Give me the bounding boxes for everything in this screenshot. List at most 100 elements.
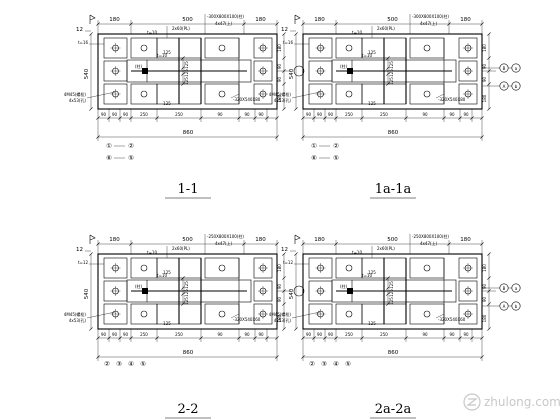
leader-line	[230, 93, 240, 99]
middle-top-box	[178, 37, 202, 59]
reference-symbol: ⑤	[140, 360, 146, 368]
callout-plate: 2x60(PL)	[172, 26, 190, 31]
reference-symbol: ⑤	[128, 154, 134, 162]
callout-top-right-sub: 4x47(上)	[420, 240, 438, 246]
callout-bottom-right: -320X540X60	[438, 317, 466, 322]
dimension-bottom: 250	[175, 112, 183, 117]
dimension-tick	[181, 292, 185, 296]
dimension-center: 125	[368, 50, 376, 55]
dimension-tick	[312, 116, 316, 120]
dimension-total: 860	[183, 350, 194, 356]
dimension-total: 860	[183, 130, 194, 136]
dimension-tick	[253, 116, 257, 120]
middle-top-box	[335, 37, 363, 59]
dimension-tick	[107, 336, 111, 340]
right-bolt-box	[458, 303, 478, 325]
callout-stiffener-a: t=10	[147, 250, 157, 255]
dimension-center: 125	[184, 281, 189, 289]
dimension-bottom: 90	[463, 112, 469, 117]
dimension-tick	[294, 107, 298, 111]
middle-top-box	[204, 37, 240, 59]
callout-web: (柱)	[340, 63, 348, 69]
dimension-bottom: 90	[463, 332, 469, 337]
dimension-left: 540	[84, 68, 90, 79]
section-title: 2a-2a	[375, 402, 412, 417]
dimension-tick	[442, 336, 446, 340]
column-web	[331, 279, 457, 303]
dimension-bottom: 90	[449, 332, 455, 337]
dimension-tick	[334, 242, 338, 246]
dimension-center: 125	[184, 297, 189, 305]
dimension-center: 125	[163, 321, 171, 326]
dimension-tick	[312, 336, 316, 340]
dimension-tick	[301, 336, 305, 340]
dimension-center: 125	[389, 289, 394, 297]
dimension-tick	[487, 107, 491, 111]
dimension-bottom: 90	[101, 332, 107, 337]
callout-top-right: -250X800X100(柱)	[207, 233, 244, 239]
dimension-bottom: 90	[328, 112, 334, 117]
dimension-tick	[96, 242, 100, 246]
dimension-top: 500	[387, 237, 398, 243]
reference-symbol: ②	[333, 142, 339, 150]
dimension-tick	[181, 66, 185, 70]
column-web	[126, 279, 252, 303]
callout-bolt: 4M45(螺栓)	[64, 91, 87, 97]
dimension-tick	[282, 276, 286, 280]
dimension-tick	[96, 22, 100, 26]
dimension-tick	[334, 22, 338, 26]
callout-bottom-right: -320X540X80	[233, 97, 261, 102]
dimension-right: 180	[482, 94, 487, 102]
dimension-tick	[386, 292, 390, 296]
callout-plate: 2x60(PL)	[377, 26, 395, 31]
leader-line	[291, 311, 321, 319]
dimension-tick	[181, 72, 185, 76]
dimension-top: 180	[109, 17, 120, 23]
dimension-tick	[129, 22, 133, 26]
right-bolt-box	[253, 37, 273, 59]
dimension-right: 180	[482, 264, 487, 272]
left-bolt-box	[103, 37, 128, 59]
callout-bolt-hole: 4x53(孔)	[69, 317, 87, 323]
middle-top-box	[383, 37, 407, 59]
callout-top-right-sub: 4x47(上)	[420, 20, 438, 26]
axis-bubble-icon	[511, 63, 521, 73]
callout-bolt-hole: 4x53(孔)	[274, 97, 292, 103]
dimension-bottom: 90	[112, 332, 118, 337]
reference-symbol: ⑥	[311, 154, 317, 162]
dimension-tick	[360, 116, 364, 120]
dimension-tick	[282, 302, 286, 306]
middle-bottom-box	[335, 83, 363, 105]
callout-stiffener-a: t=10	[352, 250, 362, 255]
dimension-tick	[89, 32, 93, 36]
reference-symbol: ①	[106, 142, 112, 150]
dimension-tick	[404, 116, 408, 120]
dimension-bottom: 250	[140, 112, 148, 117]
dimension-tick	[386, 72, 390, 76]
dimension-tick	[242, 22, 246, 26]
dimension-tick	[199, 116, 203, 120]
dimension-tick	[404, 336, 408, 340]
bolt-hole-icon	[345, 44, 353, 52]
dimension-bottom: 90	[317, 332, 323, 337]
dimension-top: 180	[109, 237, 120, 243]
dimension-tick	[253, 336, 257, 340]
dimension-tick	[199, 336, 203, 340]
reference-symbol: ③	[321, 360, 327, 368]
dimension-tick	[480, 242, 484, 246]
right-bolt-box	[458, 280, 478, 302]
dimension-tick	[96, 116, 100, 120]
dimension-tick	[323, 116, 327, 120]
callout-stiffener-b: t=10	[362, 53, 372, 58]
dimension-right: 180	[482, 314, 487, 322]
middle-bottom-box	[178, 83, 202, 105]
dimension-top: 500	[387, 17, 398, 23]
dimension-center: 125	[389, 77, 394, 85]
callout-web: (柱)	[135, 283, 143, 289]
section-title: 1a-1a	[375, 182, 412, 197]
dimension-tick	[282, 82, 286, 86]
section-title: 2-2	[178, 402, 199, 417]
